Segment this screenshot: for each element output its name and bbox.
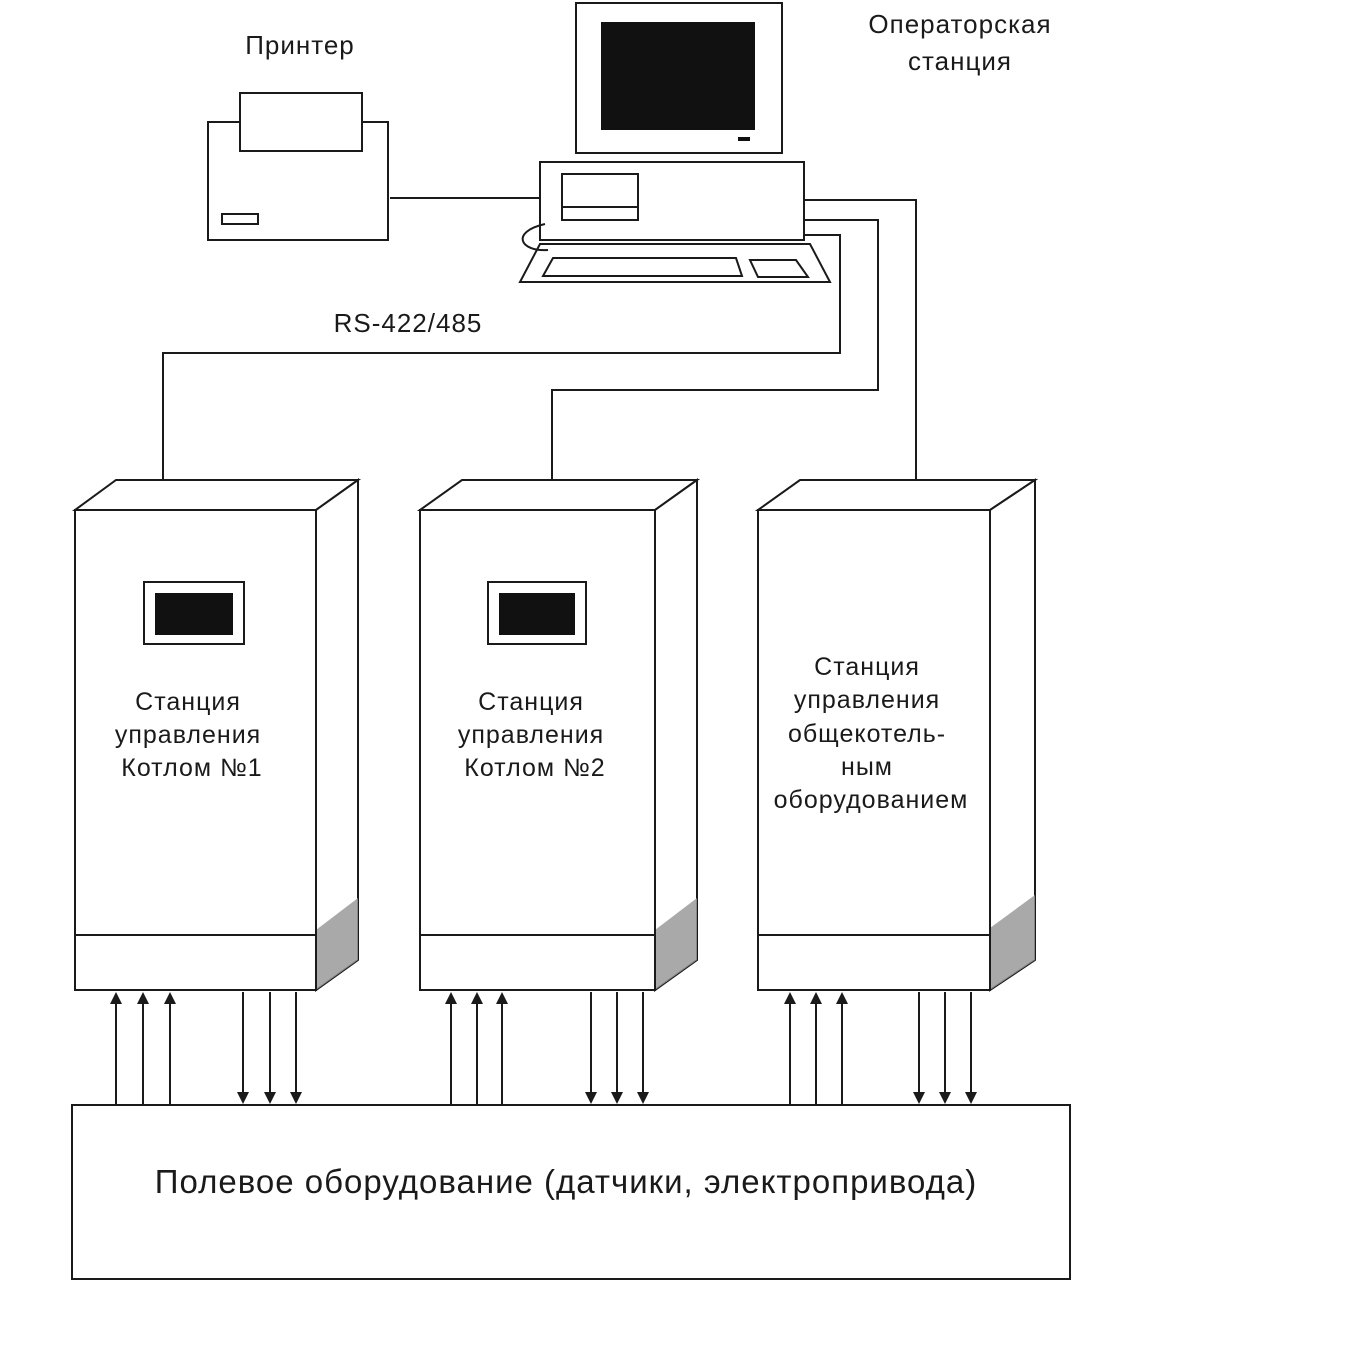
output-signal-arrow xyxy=(637,992,649,1104)
input-signal-arrow xyxy=(810,992,822,1104)
input-signal-arrow xyxy=(471,992,483,1104)
input-signal-arrow xyxy=(836,992,848,1104)
signal-arrows xyxy=(110,992,977,1104)
printer-icon xyxy=(207,92,389,241)
output-signal-arrow xyxy=(585,992,597,1104)
field-equipment-label: Полевое оборудование (датчики, электропр… xyxy=(155,1163,978,1200)
station-3-label: Станция управления общекотель- ным обору… xyxy=(774,653,969,814)
output-signal-arrow xyxy=(965,992,977,1104)
output-signal-arrow xyxy=(611,992,623,1104)
control-cabinet-common-equipment xyxy=(754,478,1039,992)
operator-station-label-line1: Операторская xyxy=(868,9,1051,39)
station-1-label: Станция управления Котлом №1 xyxy=(115,688,269,782)
output-signal-arrow xyxy=(264,992,276,1104)
input-signal-arrow xyxy=(164,992,176,1104)
field-equipment-box xyxy=(71,1104,1071,1280)
operator-station-label-line2: станция xyxy=(908,46,1012,76)
output-signal-arrow xyxy=(939,992,951,1104)
output-signal-arrow xyxy=(913,992,925,1104)
input-signal-arrow xyxy=(445,992,457,1104)
network-lines xyxy=(162,199,917,492)
station-2-label: Станция управления Котлом №2 xyxy=(458,688,612,782)
output-signal-arrow xyxy=(237,992,249,1104)
input-signal-arrow xyxy=(110,992,122,1104)
control-cabinet-boiler-2 xyxy=(416,478,701,992)
input-signal-arrow xyxy=(784,992,796,1104)
input-signal-arrow xyxy=(137,992,149,1104)
input-signal-arrow xyxy=(496,992,508,1104)
bus-label: RS-422/485 xyxy=(334,308,483,338)
computer-icon xyxy=(518,2,832,283)
output-signal-arrow xyxy=(290,992,302,1104)
printer-label: Принтер xyxy=(245,30,355,60)
control-cabinet-boiler-1 xyxy=(71,478,362,992)
